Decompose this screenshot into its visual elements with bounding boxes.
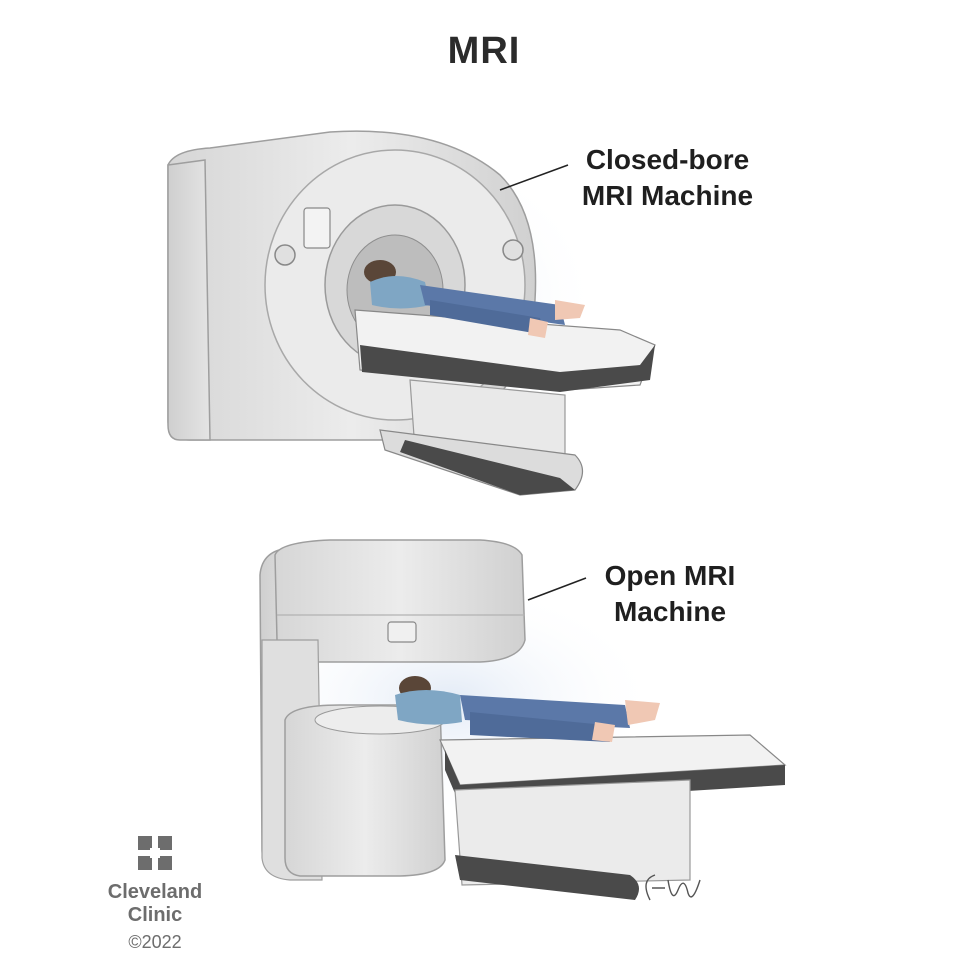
open-mri-label: Open MRI Machine [580, 558, 760, 630]
cleveland-clinic-cross-icon [138, 836, 172, 870]
closed-bore-label: Closed-bore MRI Machine [560, 142, 775, 214]
brand-line2: Clinic [127, 904, 183, 926]
closed-leader-line [499, 164, 569, 191]
closed-bore-label-line1: Closed-bore [585, 144, 750, 175]
open-leader-line [527, 577, 587, 601]
closed-bore-label-line2: MRI Machine [581, 180, 754, 211]
cleveland-clinic-logo: Cleveland Clinic ©2022 [105, 836, 205, 954]
artist-signature [645, 874, 701, 901]
open-mri-label-line1: Open MRI [604, 560, 736, 591]
brand-line1: Cleveland [107, 881, 203, 903]
open-mri-machine [240, 539, 787, 900]
closed-bore-mri-machine [167, 130, 656, 496]
open-mri-label-line2: Machine [613, 596, 727, 627]
page-title: MRI [447, 30, 521, 72]
copyright: ©2022 [128, 932, 182, 952]
